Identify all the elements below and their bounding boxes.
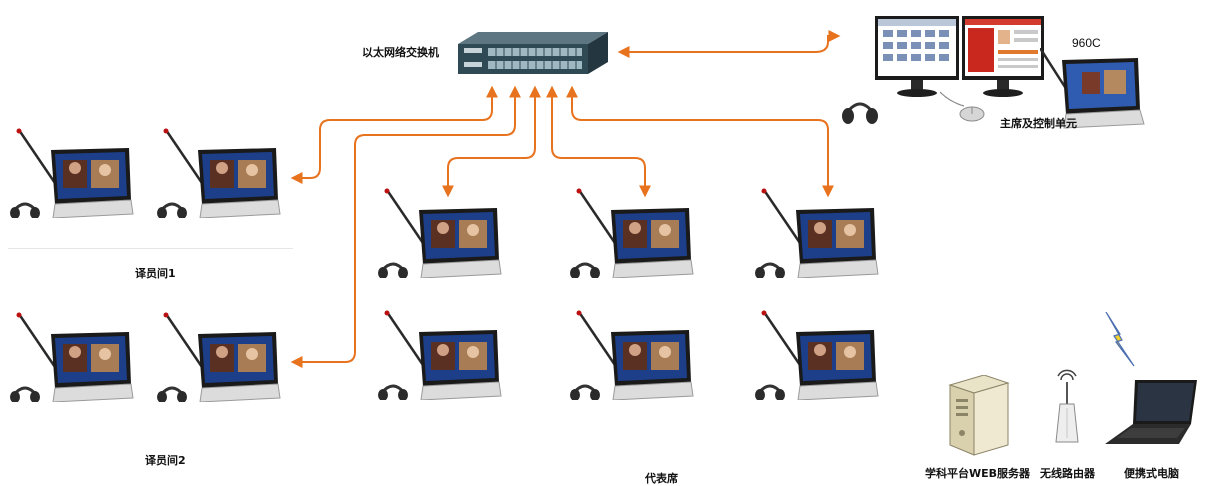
link-switch-delegate-mid <box>546 85 651 198</box>
switch-label: 以太网络交换机 <box>362 46 439 59</box>
booth1-unit-1-icon <box>5 128 135 219</box>
wireless-router-icon <box>1050 368 1084 446</box>
mouse-icon <box>939 90 990 124</box>
link-switch-delegate-right <box>566 85 834 198</box>
delegate-unit-2-icon <box>565 188 695 279</box>
delegates-label: 代表席 <box>645 472 678 485</box>
delegate-unit-6-icon <box>750 310 880 401</box>
web-server-icon <box>944 374 1010 457</box>
chair-monitor-left-icon <box>875 16 960 98</box>
ethernet-switch-icon <box>458 26 608 76</box>
server-label: 学科平台WEB服务器 <box>925 467 1031 480</box>
link-switch-booth1 <box>290 85 498 184</box>
delegate-unit-5-icon <box>565 310 695 401</box>
booth1-label: 译员间1 <box>135 267 176 280</box>
booth1-unit-2-icon <box>152 128 282 219</box>
link-switch-chair <box>617 30 841 58</box>
chair-monitor-right-icon <box>962 16 1047 98</box>
booth1-divider <box>8 248 293 249</box>
laptop-icon <box>1105 380 1200 446</box>
chair-unit-960c-icon <box>1038 47 1150 133</box>
link-switch-delegate-left <box>442 85 541 198</box>
delegate-unit-1-icon <box>373 188 503 279</box>
chair-headphones-icon <box>840 96 880 126</box>
booth2-label: 译员间2 <box>145 454 186 467</box>
delegate-unit-3-icon <box>750 188 880 279</box>
booth2-unit-2-icon <box>152 312 282 403</box>
router-label: 无线路由器 <box>1040 467 1095 480</box>
chair-model-label: 960C <box>1072 36 1101 50</box>
chair-label: 主席及控制单元 <box>1000 117 1077 130</box>
laptop-label: 便携式电脑 <box>1124 467 1179 480</box>
delegate-unit-4-icon <box>373 310 503 401</box>
booth2-unit-1-icon <box>5 312 135 403</box>
wireless-signal-icon <box>1102 311 1138 368</box>
